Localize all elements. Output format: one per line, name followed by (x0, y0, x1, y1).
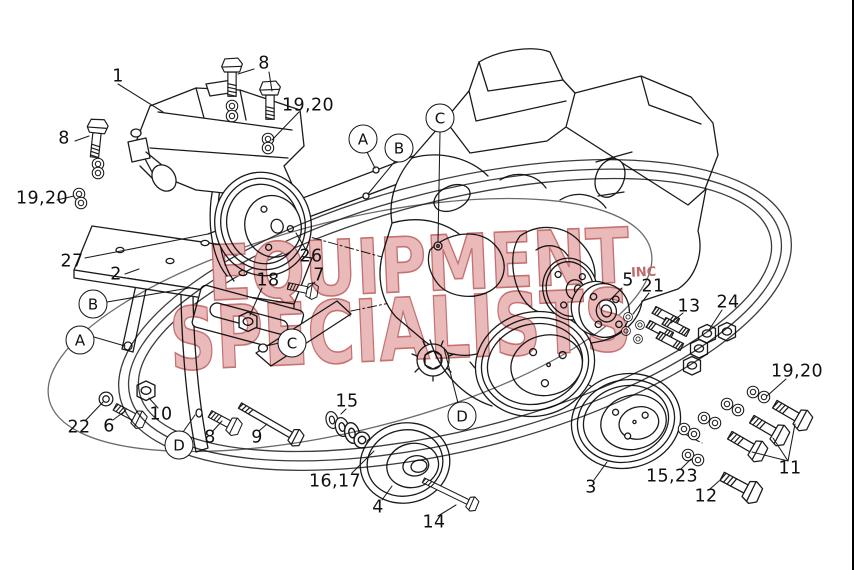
part-callout-18: 18 (256, 270, 280, 291)
crank-nose (411, 340, 455, 382)
part-callout-27: 27 (60, 251, 84, 272)
part-callout-7: 7 (313, 265, 325, 286)
watermark-suffix: INC (631, 265, 657, 281)
part-callout-3: 3 (585, 477, 597, 498)
ref-circle-C: C (425, 103, 455, 133)
part-callout-8: 8 (204, 427, 216, 448)
part-callout-19-20: 19,20 (15, 188, 69, 209)
ref-circle-D: D (164, 430, 194, 460)
part-callout-1: 1 (112, 66, 124, 87)
part-callout-26: 26 (299, 246, 323, 267)
part-callout-4: 4 (372, 497, 384, 518)
ref-circle-B: B (384, 133, 414, 163)
part-callout-8: 8 (258, 53, 270, 74)
watermark-line2: SPECIALISTS (167, 271, 633, 391)
part-callout-11: 11 (778, 458, 802, 479)
ref-circle-A: A (348, 124, 378, 154)
part-callout-13: 13 (677, 296, 701, 317)
part-callout-21: 21 (641, 276, 665, 297)
part-callout-5: 5 (622, 270, 634, 291)
ref-circle-B: B (78, 289, 108, 319)
ref-circle-A: A (65, 325, 95, 355)
part-callout-16-17: 16,17 (308, 471, 362, 492)
part-callout-8: 8 (58, 128, 70, 149)
watermark: EQUIPMENT SPECIALISTS INC (47, 159, 792, 471)
part-callout-22: 22 (67, 417, 91, 438)
part-callout-19-20: 19,20 (770, 361, 824, 382)
valve-cover (444, 48, 576, 154)
part-callout-24: 24 (716, 292, 740, 313)
hydraulic-pump (127, 79, 312, 282)
watermark-red-oval (118, 159, 792, 471)
part-callout-6: 6 (103, 416, 115, 437)
watermark-gray-oval (47, 197, 653, 453)
leader-lines (56, 68, 796, 517)
part-callout-14: 14 (422, 512, 446, 533)
part-callout-9: 9 (251, 427, 263, 448)
part-callout-15-23: 15,23 (645, 466, 699, 487)
part-callout-2: 2 (110, 264, 122, 285)
part-callout-10: 10 (149, 404, 173, 425)
part-callout-12: 12 (694, 486, 718, 507)
ref-circle-D: D (447, 401, 477, 431)
part-callout-19-20: 19,20 (281, 95, 335, 116)
part-callout-15: 15 (335, 391, 359, 412)
crank-pulley-front (474, 310, 596, 418)
ref-circle-C: C (277, 328, 307, 358)
pump-bracket (73, 225, 352, 453)
watermark-line1: EQUIPMENT (206, 211, 632, 318)
crank-pulley-3 (570, 372, 682, 470)
pulley-hub-5 (570, 280, 630, 339)
pump-clutch-pulley-26 (214, 171, 312, 277)
watermark-text: EQUIPMENT SPECIALISTS INC (167, 210, 657, 392)
page-right-border (851, 0, 854, 570)
